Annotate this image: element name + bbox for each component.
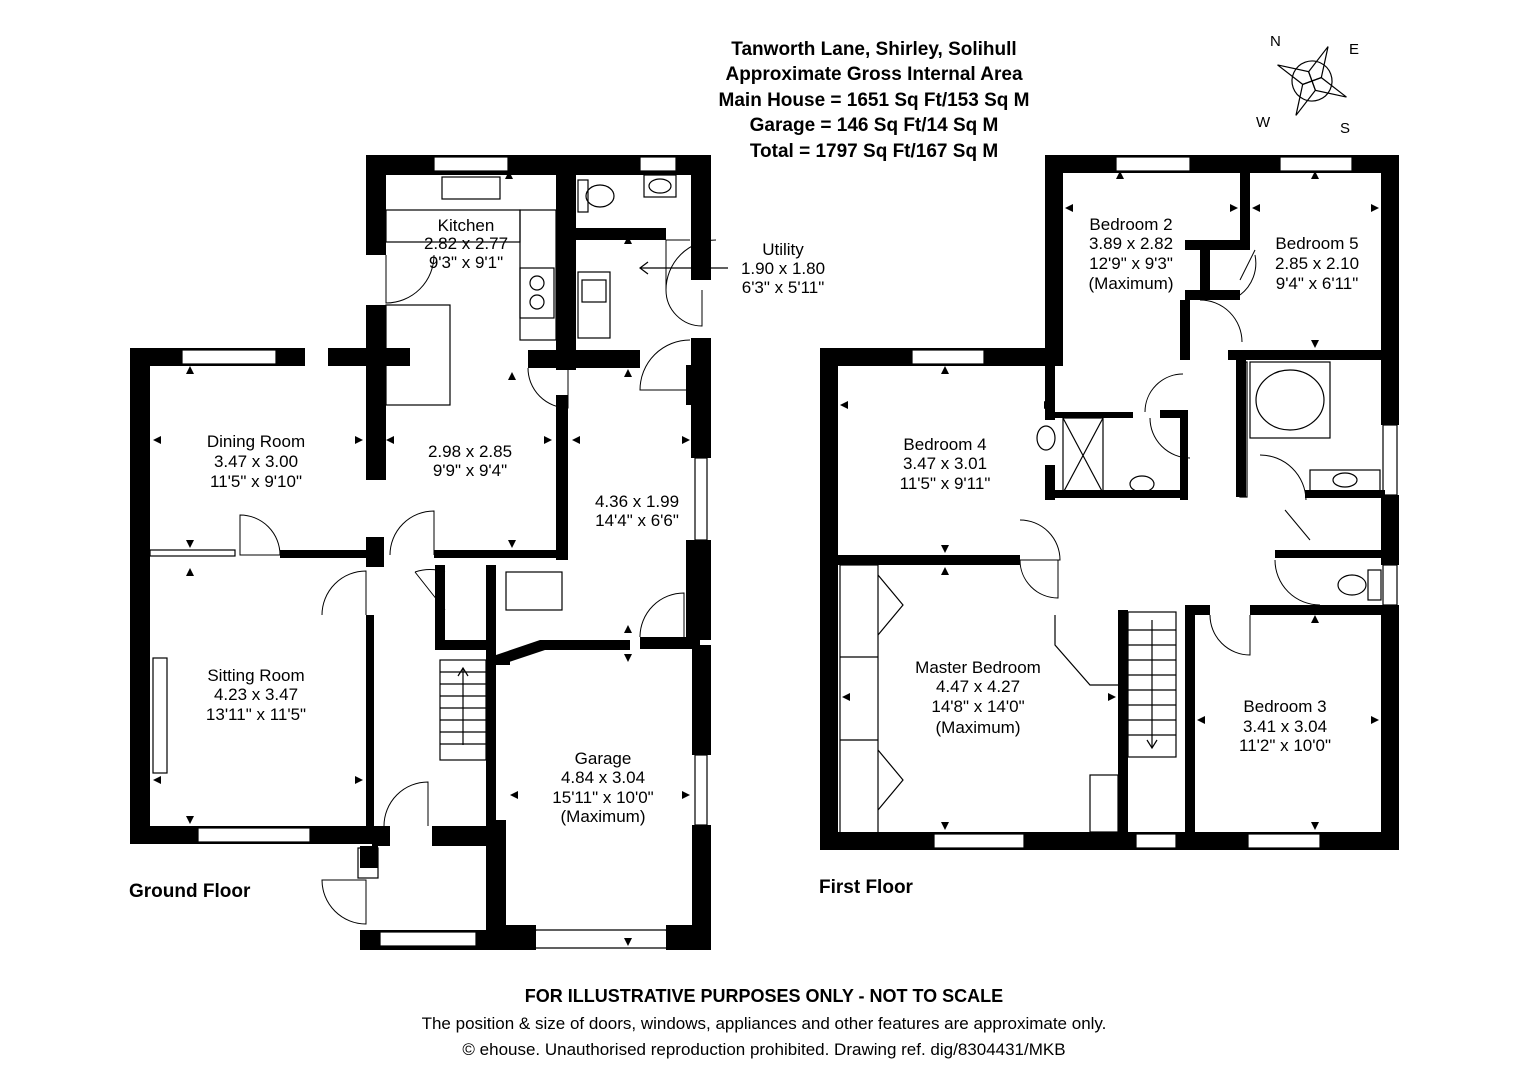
footer: FOR ILLUSTRATIVE PURPOSES ONLY - NOT TO … xyxy=(422,986,1107,1059)
first-floor-label: First Floor xyxy=(819,877,914,898)
first-floor-plan xyxy=(820,155,1399,850)
compass-south-label: S xyxy=(1340,120,1350,137)
room-size-note: (Maximum) xyxy=(936,718,1021,737)
room-size-metric: 3.89 x 2.82 xyxy=(1089,234,1173,253)
room-master-bedroom: Master Bedroom 4.47 x 4.27 14'8" x 14'0"… xyxy=(915,658,1041,737)
room-size-imperial: 15'11" x 10'0" xyxy=(552,788,653,807)
compass-west-label: W xyxy=(1256,114,1271,131)
room-name: Garage xyxy=(575,749,632,768)
room-size-metric: 3.41 x 3.04 xyxy=(1243,717,1327,736)
header-line-main-house: Main House = 1651 Sq Ft/153 Sq M xyxy=(719,90,1030,111)
header-line-garage: Garage = 146 Sq Ft/14 Sq M xyxy=(750,115,999,136)
header-line-address: Tanworth Lane, Shirley, Solihull xyxy=(731,39,1016,60)
room-size-note: (Maximum) xyxy=(561,807,646,826)
room-kitchen: Kitchen 2.82 x 2.77 9'3" x 9'1" xyxy=(424,216,508,272)
footer-copyright: © ehouse. Unauthorised reproduction proh… xyxy=(462,1040,1065,1059)
room-size-metric: 2.98 x 2.85 xyxy=(428,442,512,461)
compass-north-label: N xyxy=(1270,33,1281,50)
room-size-metric: 3.47 x 3.00 xyxy=(214,452,298,471)
room-name: Bedroom 4 xyxy=(903,435,986,454)
room-name: Master Bedroom xyxy=(915,658,1041,677)
first-stairs xyxy=(1127,611,1177,758)
room-size-metric: 4.23 x 3.47 xyxy=(214,685,298,704)
room-size-imperial: 12'9" x 9'3" xyxy=(1089,254,1173,273)
room-size-metric: 2.85 x 2.10 xyxy=(1275,254,1359,273)
room-size-imperial: 13'11" x 11'5" xyxy=(206,705,306,724)
room-size-imperial: 9'3" x 9'1" xyxy=(429,253,503,272)
room-name: Dining Room xyxy=(207,432,305,451)
compass-icon xyxy=(1277,46,1347,116)
room-size-imperial: 9'9" x 9'4" xyxy=(433,461,507,480)
room-size-metric: 4.47 x 4.27 xyxy=(936,677,1020,696)
room-size-imperial: 6'3" x 5'11" xyxy=(742,278,825,297)
room-name: Bedroom 5 xyxy=(1275,234,1358,253)
room-size-imperial: 9'4" x 6'11" xyxy=(1276,274,1359,293)
room-bedroom-4: Bedroom 4 3.47 x 3.01 11'5" x 9'11" xyxy=(900,435,991,493)
room-name: Utility xyxy=(762,240,804,259)
room-size-imperial: 11'2" x 10'0" xyxy=(1239,736,1331,755)
room-size-note: (Maximum) xyxy=(1089,274,1174,293)
room-size-metric: 3.47 x 3.01 xyxy=(903,454,987,473)
room-size-metric: 4.36 x 1.99 xyxy=(595,492,679,511)
room-sitting: Sitting Room 4.23 x 3.47 13'11" x 11'5" xyxy=(206,666,306,724)
room-bedroom-3: Bedroom 3 3.41 x 3.04 11'2" x 10'0" xyxy=(1239,697,1331,755)
room-dining: Dining Room 3.47 x 3.00 11'5" x 9'10" xyxy=(207,432,305,491)
header: Tanworth Lane, Shirley, Solihull Approxi… xyxy=(719,39,1030,162)
room-size-metric: 1.90 x 1.80 xyxy=(741,259,825,278)
compass-east-label: E xyxy=(1349,41,1359,58)
room-name: Bedroom 2 xyxy=(1089,215,1172,234)
room-size-metric: 2.82 x 2.77 xyxy=(424,234,508,253)
room-hall: 4.36 x 1.99 14'4" x 6'6" xyxy=(595,492,679,530)
footer-disclaimer: FOR ILLUSTRATIVE PURPOSES ONLY - NOT TO … xyxy=(525,986,1003,1006)
room-size-imperial: 11'5" x 9'11" xyxy=(900,474,991,493)
room-size-metric: 4.84 x 3.04 xyxy=(561,768,645,787)
ground-stairs xyxy=(439,659,487,761)
room-size-imperial: 11'5" x 9'10" xyxy=(210,472,302,491)
room-name: Kitchen xyxy=(438,216,495,235)
room-bedroom-2: Bedroom 2 3.89 x 2.82 12'9" x 9'3" (Maxi… xyxy=(1089,215,1174,293)
header-line-total: Total = 1797 Sq Ft/167 Sq M xyxy=(750,141,998,162)
room-bedroom-5: Bedroom 5 2.85 x 2.10 9'4" x 6'11" xyxy=(1275,234,1359,293)
header-line-area-title: Approximate Gross Internal Area xyxy=(725,64,1022,85)
room-name: Sitting Room xyxy=(207,666,304,685)
room-size-imperial: 14'8" x 14'0" xyxy=(931,697,1024,716)
room-utility: Utility 1.90 x 1.80 6'3" x 5'11" xyxy=(639,240,825,297)
ground-floor-label: Ground Floor xyxy=(129,881,251,902)
room-size-imperial: 14'4" x 6'6" xyxy=(595,511,679,530)
footer-note: The position & size of doors, windows, a… xyxy=(422,1014,1107,1033)
ground-floor-plan xyxy=(130,155,717,950)
room-name: Bedroom 3 xyxy=(1243,697,1326,716)
room-breakfast: 2.98 x 2.85 9'9" x 9'4" xyxy=(428,442,512,480)
room-garage: Garage 4.84 x 3.04 15'11" x 10'0" (Maxim… xyxy=(552,749,653,826)
